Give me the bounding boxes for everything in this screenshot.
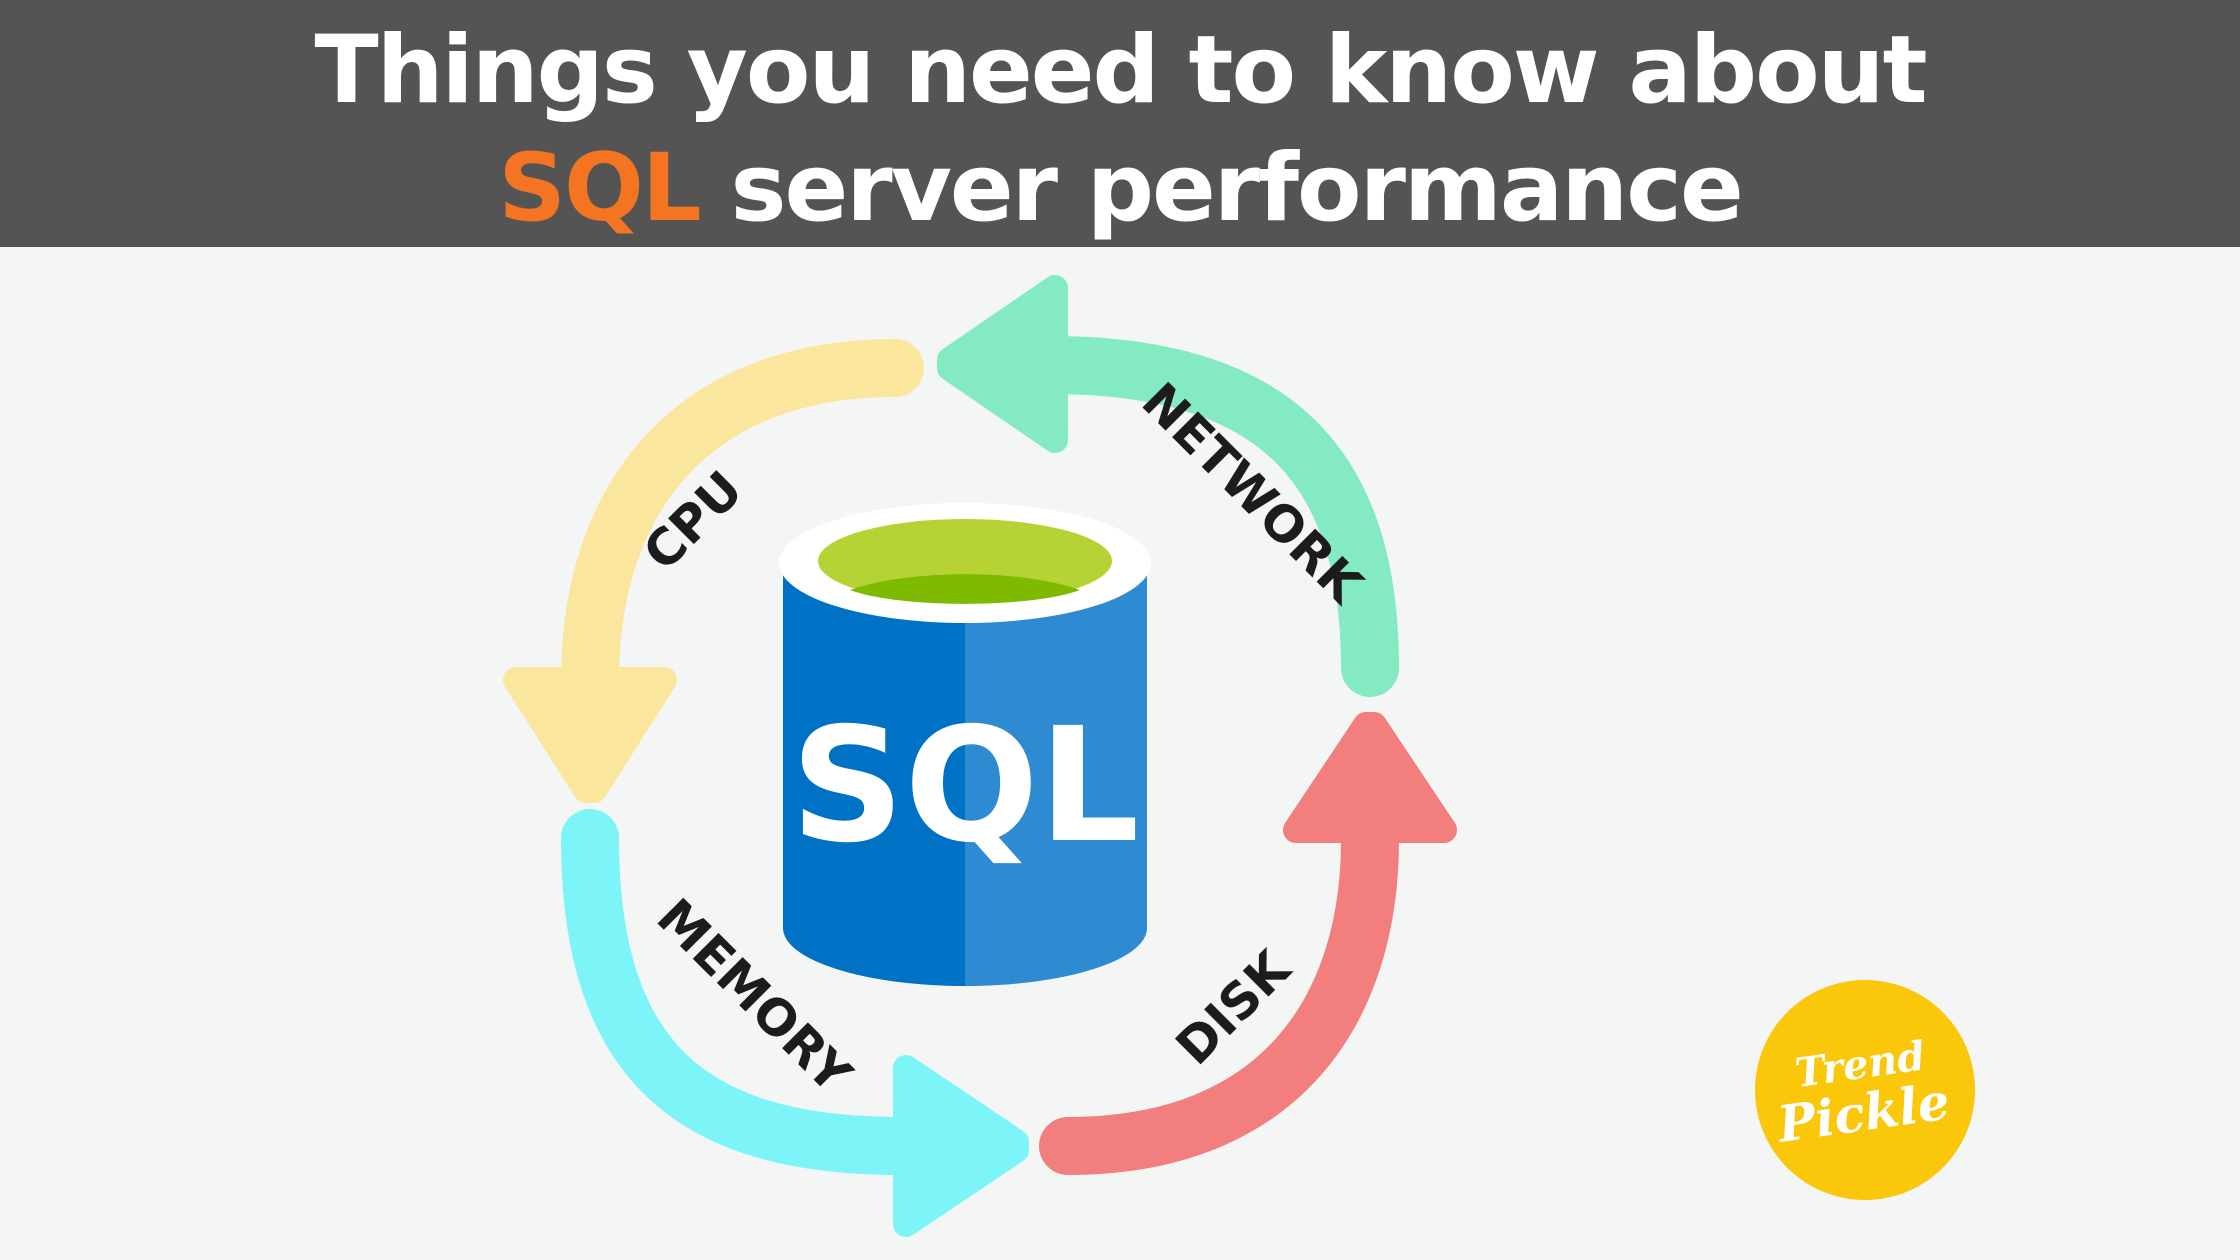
memory-arrow (561, 809, 1029, 1237)
trend-pickle-logo: Trend Pickle (1755, 980, 1975, 1200)
title-line-2-rest: server performance (699, 134, 1744, 243)
disk-arrow (1039, 712, 1457, 1175)
network-arrow (937, 275, 1399, 697)
sql-database-icon: SQL (779, 503, 1151, 986)
title-line-1: Things you need to know about (314, 16, 1927, 125)
title-highlight-sql: SQL (498, 134, 702, 243)
sql-database-label: SQL (791, 694, 1140, 878)
cpu-arrow (503, 339, 924, 803)
title-banner: Things you need to know about SQL server… (0, 0, 2240, 247)
title-line-2: SQL server performance (0, 142, 2240, 236)
